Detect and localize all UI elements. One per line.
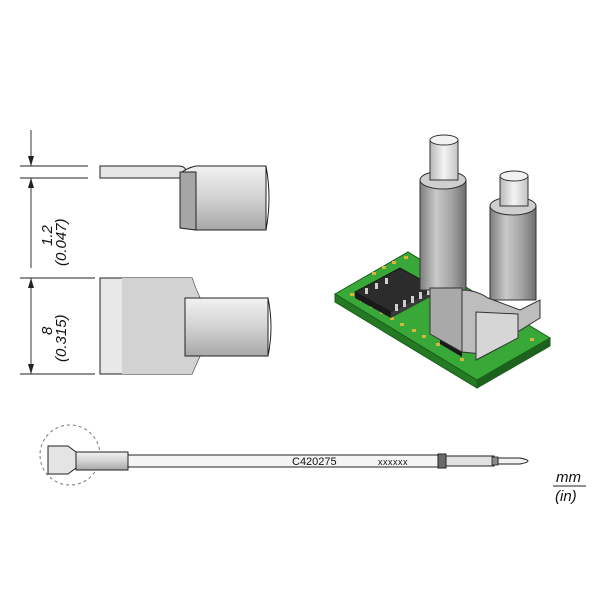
- shaft-top: [184, 297, 269, 357]
- shaft-break-line: [267, 297, 272, 357]
- application-illustration: [334, 134, 551, 389]
- right-blade-face: [475, 311, 519, 361]
- cartridge-sleeve: [445, 455, 495, 467]
- units-legend: mm (in): [553, 469, 586, 505]
- cartridge-blade: [47, 445, 77, 475]
- arrowhead-down: [28, 156, 34, 166]
- ic-chip-front: [355, 292, 391, 318]
- cartridge-connector-band: [491, 456, 499, 466]
- ic-chip-pins: [365, 278, 430, 311]
- left-shaft-end: [429, 134, 459, 146]
- cartridge-view: C420275 xxxxxx: [39, 424, 529, 486]
- cartridge-collar: [75, 451, 129, 471]
- arrowhead-up: [28, 278, 34, 288]
- batch-code: xxxxxx: [378, 457, 408, 467]
- shaft-break-line: [265, 165, 270, 231]
- thickness-dimension: 1.2 (0.047): [20, 130, 88, 268]
- part-number: C420275: [292, 456, 337, 468]
- tip-side-view: [99, 165, 270, 231]
- unit-mm: mm: [556, 469, 581, 486]
- cartridge-connector-tip: [497, 457, 529, 465]
- width-mm-label: 8: [39, 326, 56, 335]
- arrowhead-up: [28, 178, 34, 188]
- right-column: [489, 205, 537, 301]
- left-shaft: [429, 139, 459, 181]
- cartridge-ring: [437, 453, 447, 469]
- right-shaft-end: [499, 170, 529, 182]
- left-column: [419, 179, 467, 291]
- tip-top-view: [99, 277, 272, 375]
- unit-in: (in): [555, 488, 577, 505]
- width-in-label: (0.315): [53, 314, 70, 362]
- thickness-mm-label: 1.2: [39, 224, 56, 246]
- blade-shade: [122, 278, 200, 374]
- blade-side: [99, 165, 187, 179]
- blade-bend-face: [179, 171, 197, 231]
- arrowhead-down: [28, 364, 34, 374]
- width-dimension: 8 (0.315): [20, 277, 95, 375]
- pcb-side-edge: [476, 337, 551, 389]
- thickness-in-label: (0.047): [53, 218, 70, 266]
